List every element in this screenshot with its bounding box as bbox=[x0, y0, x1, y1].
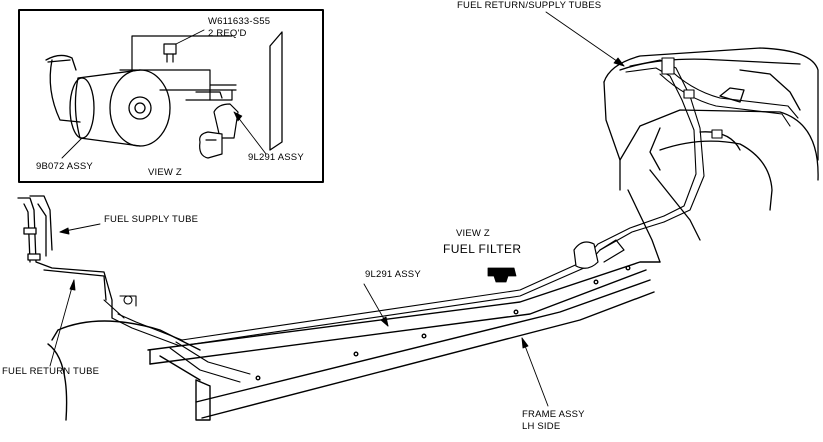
label-fuel-return-tube: FUEL RETURN TUBE bbox=[2, 366, 100, 377]
arrow-fuel-return bbox=[69, 279, 76, 291]
fuel-filter-on-frame bbox=[573, 239, 625, 269]
arrow-bracket-inset bbox=[233, 111, 243, 122]
label-frame-assy-line2: LH SIDE bbox=[522, 421, 561, 432]
fuel-tube-ends bbox=[17, 195, 113, 319]
label-frame-assy-line1: FRAME ASSY bbox=[522, 409, 585, 420]
label-view-z-main: VIEW Z bbox=[456, 228, 490, 239]
rear-frame-body bbox=[603, 47, 819, 263]
view-z-inset bbox=[18, 9, 324, 183]
frame-rail bbox=[147, 261, 661, 421]
leader-return-supply bbox=[545, 11, 625, 67]
clip-drawing bbox=[199, 103, 239, 159]
label-view-z-inset: VIEW Z bbox=[148, 167, 182, 178]
label-fuel-supply-tube: FUEL SUPPLY TUBE bbox=[104, 214, 199, 225]
label-bracket-assy-main: 9L291 ASSY bbox=[365, 269, 421, 280]
rear-fuel-tubes bbox=[625, 57, 799, 223]
arrow-fuel-supply bbox=[59, 227, 70, 235]
inset-frame bbox=[18, 9, 324, 183]
label-filter-assy: 9B072 ASSY bbox=[36, 161, 93, 172]
label-req-qty: 2 REQ'D bbox=[208, 28, 247, 39]
bracket-drawing bbox=[119, 35, 237, 101]
label-bracket-assy-inset: 9L291 ASSY bbox=[248, 152, 304, 163]
view-z-arrow bbox=[487, 267, 517, 283]
arrow-return-supply bbox=[613, 57, 625, 67]
wheel-arch-left bbox=[47, 320, 201, 421]
label-part-number: W611633-S55 bbox=[208, 16, 271, 27]
fuel-filter-drawing bbox=[45, 54, 171, 147]
main-leaders bbox=[49, 11, 625, 407]
arrow-bracket-main bbox=[380, 316, 389, 327]
frame-wall-inset bbox=[269, 31, 283, 151]
label-fuel-return-supply-tubes: FUEL RETURN/SUPPLY TUBES bbox=[457, 0, 602, 11]
arrow-frame-assy bbox=[521, 337, 529, 349]
leader-filter-assy bbox=[61, 137, 83, 159]
leader-frame-assy bbox=[521, 337, 549, 407]
leader-fuel-return bbox=[49, 279, 75, 367]
leader-part-number bbox=[175, 29, 205, 45]
fuel-tubes-along-rail bbox=[103, 215, 665, 383]
label-fuel-filter: FUEL FILTER bbox=[443, 242, 522, 256]
